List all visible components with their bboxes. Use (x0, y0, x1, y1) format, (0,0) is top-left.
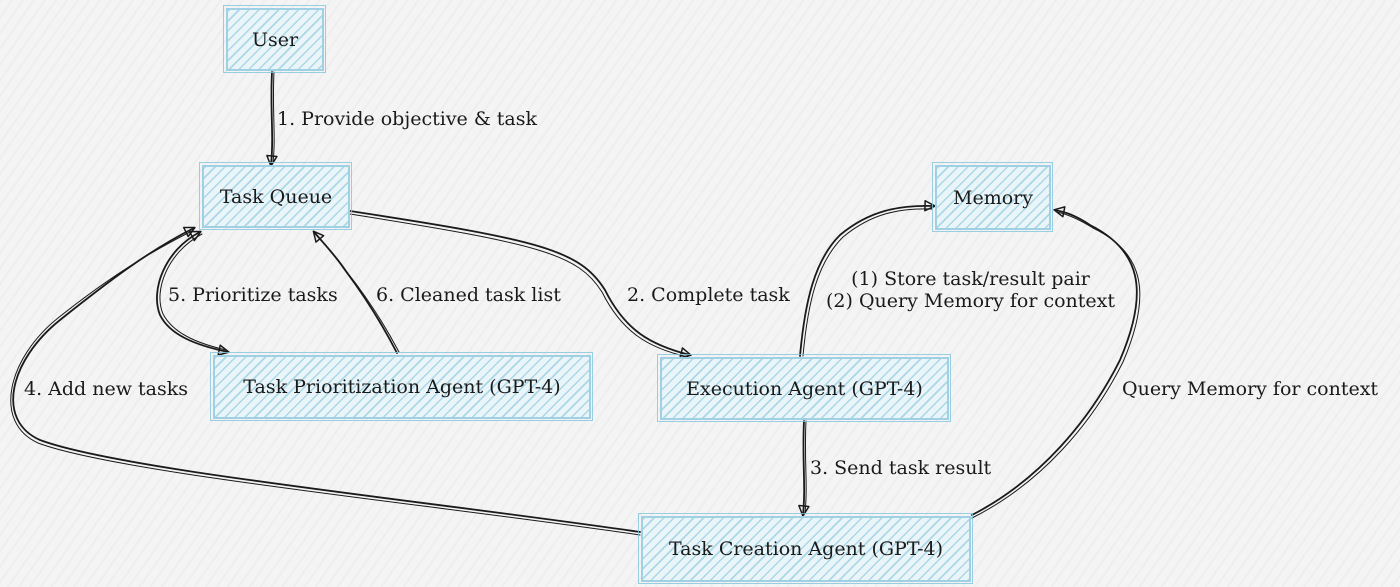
label-store-pair: (1) Store task/result pair (851, 268, 1090, 290)
label-memory-ops: (1) Store task/result pair (2) Query Mem… (826, 268, 1115, 312)
node-creation-agent-label: Task Creation Agent (GPT-4) (668, 538, 943, 560)
edge-prioritize (156, 230, 230, 356)
edge-execution-to-memory (799, 199, 936, 357)
edge-creation-to-queue (12, 226, 641, 533)
label-query-memory-creation: Query Memory for context (1122, 378, 1379, 400)
node-execution-agent-label: Execution Agent (GPT-4) (686, 377, 923, 400)
label-complete-task: 2. Complete task (627, 284, 790, 306)
label-query-memory-exec: (2) Query Memory for context (826, 290, 1116, 312)
node-task-queue-label: Task Queue (219, 185, 333, 208)
node-task-queue: Task Queue (199, 162, 352, 230)
label-send-result: 3. Send task result (810, 457, 992, 479)
node-execution-agent: Execution Agent (GPT-4) (657, 354, 951, 422)
edge-user-to-queue (266, 71, 278, 167)
edge-execution-to-creation (798, 420, 810, 517)
node-prioritization-agent: Task Prioritization Agent (GPT-4) (210, 352, 593, 421)
label-cleaned-list: 6. Cleaned task list (376, 284, 561, 306)
node-prioritization-agent-label: Task Prioritization Agent (GPT-4) (243, 376, 561, 398)
node-user-label: User (251, 28, 299, 51)
label-prioritize-tasks: 5. Prioritize tasks (168, 284, 338, 306)
node-user: User (223, 5, 326, 73)
edge-creation-to-memory (971, 206, 1138, 516)
label-provide-objective: 1. Provide objective & task (277, 108, 538, 130)
node-memory: Memory (932, 162, 1053, 232)
node-creation-agent: Task Creation Agent (GPT-4) (638, 513, 973, 584)
edge-queue-to-execution (349, 210, 692, 359)
node-memory-label: Memory (953, 186, 1033, 209)
label-add-new-tasks: 4. Add new tasks (24, 378, 189, 400)
